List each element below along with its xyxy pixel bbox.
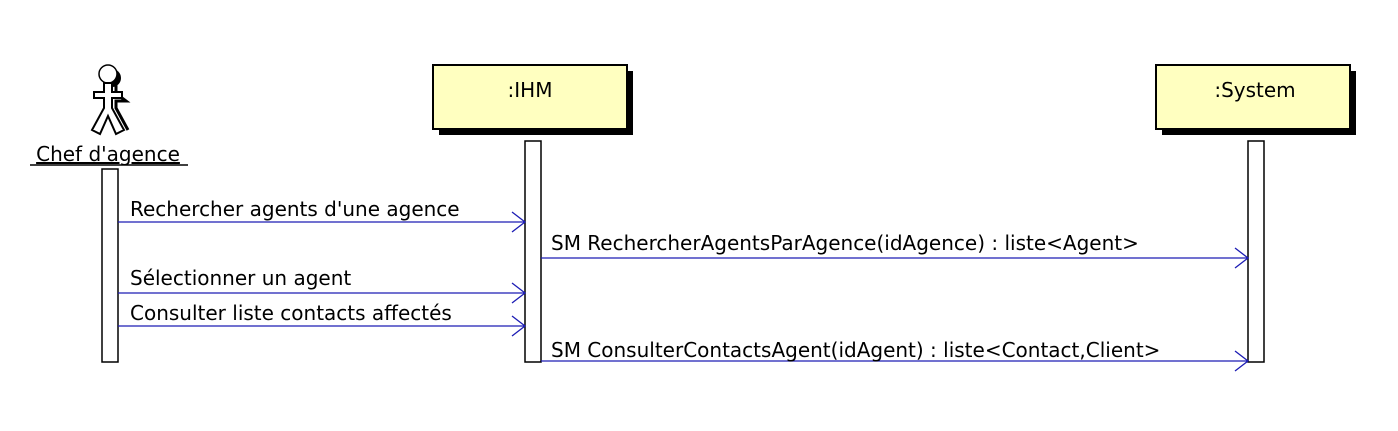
message-label: Rechercher agents d'une agence (130, 197, 460, 221)
lifeline-ihm[interactable]: :IHM (432, 64, 633, 135)
lifeline-system-box (1155, 64, 1351, 130)
system-activation-bar (1247, 140, 1265, 363)
lifeline-system[interactable]: :System (1155, 64, 1356, 135)
message-arrow (541, 350, 1250, 372)
ihm-activation-bar (524, 140, 542, 363)
actor-label: Chef d'agence (36, 142, 180, 166)
lifeline-ihm-box (432, 64, 628, 130)
message-label: Sélectionner un agent (130, 266, 351, 290)
message-arrow (118, 315, 527, 337)
lifeline-ihm-label: :IHM (508, 78, 553, 102)
actor-activation-bar (101, 168, 119, 363)
message-arrow (118, 211, 527, 233)
message-arrow (541, 247, 1250, 269)
stick-figure-actor-icon (90, 64, 131, 136)
message-label: SM ConsulterContactsAgent(idAgent) : lis… (551, 338, 1160, 362)
lifeline-system-label: :System (1214, 78, 1295, 102)
message-label: SM RechercherAgentsParAgence(idAgence) :… (551, 231, 1139, 255)
message-arrow (118, 282, 527, 304)
message-label: Consulter liste contacts affectés (130, 301, 452, 325)
